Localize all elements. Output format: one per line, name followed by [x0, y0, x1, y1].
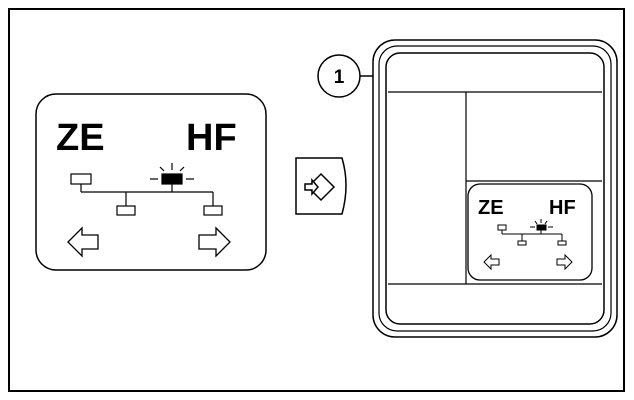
- active-node-flashing-icon: [150, 163, 194, 185]
- large-panel-left-label: ZE: [56, 117, 105, 159]
- small-panel-right-label: HF: [549, 197, 576, 219]
- enter-button[interactable]: [295, 157, 347, 215]
- display-device: ZE HF: [372, 39, 618, 338]
- enter-diamond-arrow-icon: [304, 172, 336, 202]
- small-panel-left-label: ZE: [478, 197, 504, 219]
- left-arrow-icon: [67, 226, 99, 258]
- small-network-panel: ZE HF: [467, 183, 593, 281]
- small-right-arrow-icon: [556, 253, 573, 271]
- large-panel-right-label: HF: [186, 117, 237, 159]
- right-arrow-icon: [198, 226, 231, 258]
- small-network-bus-icon: [497, 224, 567, 246]
- small-left-arrow-icon: [483, 253, 500, 271]
- large-network-panel: ZE HF: [35, 93, 267, 271]
- callout-number: 1: [334, 67, 345, 88]
- screen-dividers: [388, 91, 602, 285]
- small-active-node-icon: [530, 219, 553, 231]
- network-bus-icon: [70, 173, 223, 216]
- outer-frame: [8, 8, 625, 392]
